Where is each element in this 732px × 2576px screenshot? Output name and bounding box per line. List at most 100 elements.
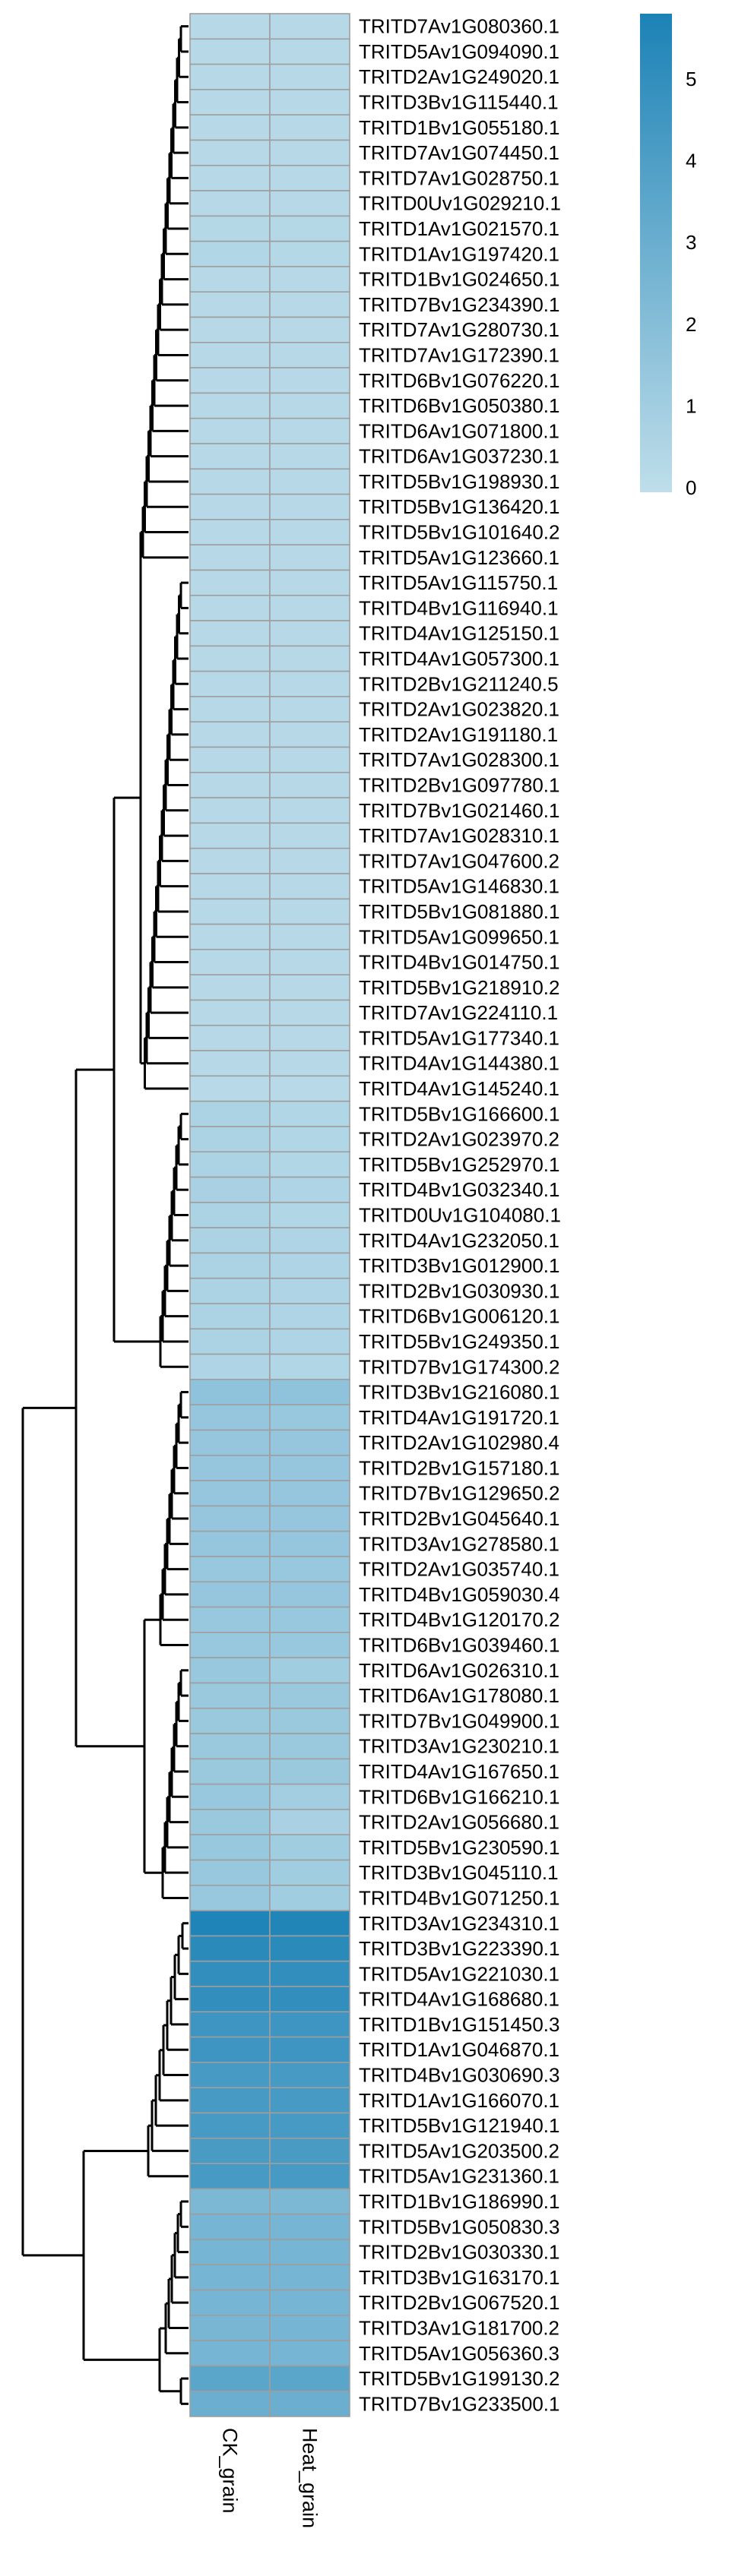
row-label: TRITD7Av1G028300.1: [359, 748, 559, 771]
row-label: TRITD6Av1G026310.1: [359, 1659, 559, 1682]
heatmap-cell: [269, 114, 350, 141]
row-label: TRITD4Bv1G032340.1: [359, 1178, 559, 1201]
heatmap-cell: [269, 1809, 350, 1836]
heatmap-cell: [269, 2036, 350, 2063]
row-label: TRITD5Bv1G199130.2: [359, 2367, 559, 2390]
row-label: TRITD5Av1G115750.1: [359, 571, 558, 594]
legend-tick-label: 0: [686, 476, 696, 499]
heatmap-cell: [269, 2213, 350, 2240]
heatmap-cell: [189, 215, 271, 242]
heatmap-cell: [189, 2340, 271, 2367]
row-label: TRITD4Av1G144380.1: [359, 1052, 559, 1075]
heatmap-cell: [269, 2112, 350, 2139]
row-label: TRITD6Bv1G039460.1: [359, 1634, 559, 1657]
heatmap-cell: [189, 1024, 271, 1051]
row-label: TRITD3Bv1G223390.1: [359, 1937, 559, 1960]
heatmap-cell: [189, 645, 271, 672]
heatmap-cell: [269, 797, 350, 824]
heatmap-cells: [189, 13, 350, 2417]
heatmap-cell: [269, 1328, 350, 1355]
heatmap-cell: [189, 898, 271, 925]
row-label: TRITD4Av1G232050.1: [359, 1229, 559, 1252]
row-label: TRITD5Av1G146830.1: [359, 875, 559, 898]
heatmap-cell: [269, 1176, 350, 1203]
heatmap-cell: [189, 1859, 271, 1886]
heatmap-cell: [189, 63, 271, 90]
row-label: TRITD5Av1G094090.1: [359, 40, 559, 63]
heatmap-cell: [269, 1455, 350, 1481]
heatmap-cell: [269, 620, 350, 647]
row-label: TRITD5Bv1G249350.1: [359, 1330, 559, 1353]
row-label: TRITD5Bv1G081880.1: [359, 900, 559, 923]
row-label: TRITD2Bv1G045640.1: [359, 1507, 559, 1530]
row-label: TRITD4Av1G057300.1: [359, 647, 559, 670]
heatmap-cell: [189, 2112, 271, 2139]
heatmap-cell: [269, 1910, 350, 1937]
heatmap-cell: [269, 721, 350, 748]
heatmap-cell: [189, 2036, 271, 2063]
row-label: TRITD5Bv1G230590.1: [359, 1836, 559, 1859]
heatmap-cell: [189, 721, 271, 748]
row-label: TRITD3Bv1G115440.1: [359, 91, 559, 114]
heatmap-cell: [189, 1379, 271, 1406]
heatmap-cell: [269, 2390, 350, 2417]
heatmap-cell: [189, 139, 271, 166]
heatmap-cell: [269, 2315, 350, 2341]
row-label: TRITD3Av1G230210.1: [359, 1735, 559, 1758]
legend-tick-label: 1: [686, 394, 696, 417]
heatmap-cell: [269, 1758, 350, 1785]
heatmap-cell: [189, 923, 271, 950]
heatmap-cell: [189, 1455, 271, 1481]
row-label: TRITD5Av1G099650.1: [359, 925, 559, 948]
heatmap-cell: [189, 1202, 271, 1228]
row-label: TRITD5Bv1G166600.1: [359, 1102, 559, 1125]
heatmap-cell: [189, 1277, 271, 1304]
row-label: TRITD6Av1G178080.1: [359, 1684, 559, 1707]
row-label: TRITD7Bv1G021460.1: [359, 799, 559, 822]
heatmap-cell: [269, 1986, 350, 2013]
heatmap-cell: [189, 13, 271, 40]
row-label: TRITD7Av1G280730.1: [359, 318, 559, 341]
row-label: TRITD5Bv1G121940.1: [359, 2114, 559, 2137]
row-label: TRITD5Bv1G218910.2: [359, 976, 559, 999]
heatmap-cell: [189, 291, 271, 318]
row-label: TRITD7Bv1G049900.1: [359, 1709, 559, 1732]
heatmap-cell: [269, 38, 350, 65]
row-label: TRITD5Av1G203500.2: [359, 2139, 559, 2162]
row-label: TRITD5Bv1G101640.2: [359, 521, 559, 544]
heatmap-cell: [269, 1707, 350, 1734]
heatmap-cell: [189, 89, 271, 115]
row-label: TRITD2Bv1G157180.1: [359, 1456, 559, 1479]
row-label: TRITD4Av1G168680.1: [359, 1988, 559, 2011]
heatmap-cell: [269, 417, 350, 444]
heatmap-cell: [269, 1960, 350, 1987]
heatmap-cell: [269, 847, 350, 874]
legend-color-bar: [640, 14, 672, 492]
heatmap-cell: [269, 89, 350, 115]
row-label: TRITD2Av1G023970.2: [359, 1128, 559, 1151]
heatmap-cell: [189, 417, 271, 444]
heatmap-cell: [189, 1986, 271, 2013]
heatmap-cell: [269, 1682, 350, 1709]
heatmap-cell: [269, 1404, 350, 1431]
heatmap-cell: [189, 873, 271, 900]
row-label: TRITD2Bv1G067520.1: [359, 2291, 559, 2314]
heatmap-cell: [189, 1707, 271, 1734]
row-label: TRITD3Av1G181700.2: [359, 2316, 559, 2339]
heatmap-cell: [189, 1100, 271, 1127]
heatmap-cell: [189, 1910, 271, 1937]
heatmap-cell: [189, 746, 271, 773]
row-label: TRITD1Bv1G055180.1: [359, 116, 559, 139]
heatmap-cell: [189, 2213, 271, 2240]
heatmap-cell: [189, 1303, 271, 1330]
heatmap-cell: [189, 1632, 271, 1658]
heatmap-cell: [189, 1783, 271, 1810]
heatmap-cell: [269, 1227, 350, 1254]
row-label: TRITD5Av1G231360.1: [359, 2165, 559, 2188]
heatmap-cell: [189, 1733, 271, 1760]
heatmap-cell: [269, 1126, 350, 1153]
heatmap-cell: [189, 1176, 271, 1203]
row-label: TRITD1Av1G021570.1: [359, 217, 559, 240]
heatmap-cell: [269, 164, 350, 191]
row-label: TRITD2Bv1G097780.1: [359, 773, 559, 796]
